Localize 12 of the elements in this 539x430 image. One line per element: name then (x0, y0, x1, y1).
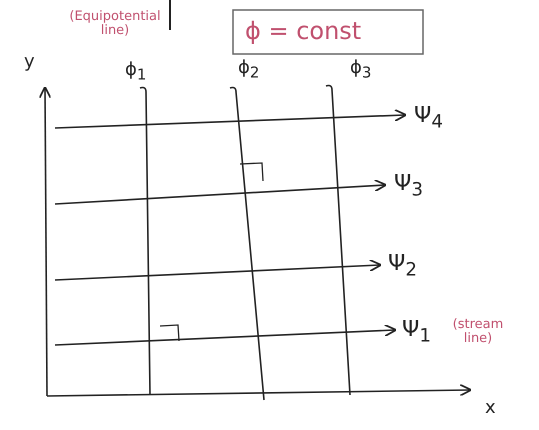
axis-label: y (24, 52, 35, 72)
line-label: Ψ$_{1}$ (402, 318, 431, 347)
line-label: Ψ$_{2}$ (388, 252, 417, 281)
line-label: ϕ$_{2}$ (238, 58, 260, 82)
line-label: Ψ$_{4}$ (414, 104, 443, 133)
line-label: ϕ$_{1}$ (125, 60, 146, 84)
line-label: Ψ$_{3}$ (394, 172, 423, 201)
line-label: ϕ$_{3}$ (350, 58, 372, 82)
annotation-text: (stream line) (452, 318, 504, 347)
axis-label: x (485, 398, 496, 418)
annotation-text: (Equipotential line) (68, 10, 162, 39)
formula-text: ϕ = const (245, 18, 362, 44)
